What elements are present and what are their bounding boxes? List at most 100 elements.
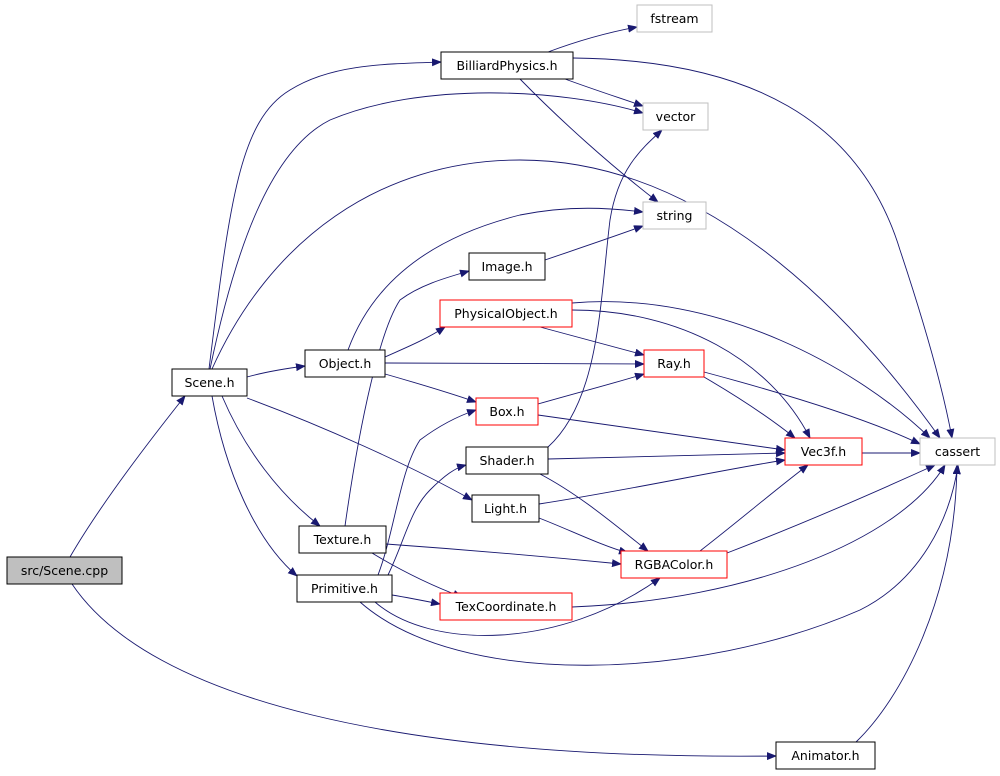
- edge-physobj-to-vec3f: [571, 309, 811, 439]
- node-box: [775, 741, 876, 770]
- node-object[interactable]: Object.h: [304, 349, 386, 378]
- node-scene-cpp[interactable]: src/Scene.cpp: [6, 556, 123, 585]
- node-label: Shader.h: [479, 453, 534, 468]
- edge-scene_h-to-vector: [209, 92, 644, 370]
- node-box: [642, 102, 709, 131]
- edge-scene_h-to-cassert: [211, 159, 941, 439]
- node-vector[interactable]: vector: [642, 102, 709, 131]
- node-label: Box.h: [489, 404, 524, 419]
- edges-layer: [69, 24, 961, 761]
- edge-rgba-to-cassert: [726, 464, 936, 554]
- edge-scene_h-to-primitive: [211, 395, 298, 577]
- node-box: [171, 368, 248, 397]
- edge-billiard-to-cassert: [572, 57, 955, 439]
- edge-box-to-ray: [537, 372, 645, 405]
- node-vec3f[interactable]: Vec3f.h: [784, 437, 863, 466]
- edge-animator-to-cassert: [855, 464, 961, 743]
- edge-physobj-to-ray: [539, 326, 645, 357]
- node-label: cassert: [935, 444, 980, 459]
- node-label: vector: [656, 109, 697, 124]
- edge-object-to-string: [347, 206, 644, 351]
- node-label: BilliardPhysics.h: [456, 58, 557, 73]
- node-box: [919, 437, 996, 466]
- node-label: fstream: [650, 11, 698, 26]
- node-box: [298, 525, 387, 554]
- node-box: [784, 437, 863, 466]
- node-box: [465, 446, 549, 475]
- node-label: Texture.h: [313, 532, 372, 547]
- edge-shader-to-vec3f: [547, 449, 786, 460]
- edge-primitive-to-shader: [387, 463, 467, 576]
- edge-texture-to-rgba: [385, 543, 622, 568]
- edge-light-to-rgba: [538, 517, 629, 555]
- edge-texture-to-image: [344, 269, 470, 527]
- node-label: Ray.h: [657, 356, 691, 371]
- node-scene-h[interactable]: Scene.h: [171, 368, 248, 397]
- node-box: [471, 494, 540, 523]
- edge-ray-to-vec3f: [703, 376, 796, 439]
- node-ray[interactable]: Ray.h: [643, 349, 705, 378]
- node-label: Primitive.h: [311, 581, 378, 596]
- node-box[interactable]: Box.h: [475, 397, 539, 426]
- node-box: [642, 201, 707, 230]
- node-physobj[interactable]: PhysicalObject.h: [439, 299, 573, 328]
- node-animator[interactable]: Animator.h: [775, 741, 876, 770]
- edge-light-to-vec3f: [538, 457, 786, 505]
- edge-primitive-to-texcoord: [391, 594, 441, 607]
- edge-object-to-physobj: [384, 326, 446, 358]
- node-box: [440, 51, 574, 80]
- node-label: Vec3f.h: [801, 444, 846, 459]
- edge-scene_h-to-billiard: [208, 58, 442, 370]
- node-fstream[interactable]: fstream: [636, 4, 713, 33]
- node-label: TexCoordinate.h: [455, 599, 557, 614]
- edge-scene_cpp-to-animator: [71, 583, 777, 761]
- edge-object-to-box: [384, 373, 477, 403]
- node-box: [468, 252, 546, 281]
- edge-object-to-ray: [384, 359, 645, 368]
- node-box: [439, 299, 573, 328]
- node-box: [620, 550, 728, 579]
- node-box: [6, 556, 123, 585]
- node-billiard[interactable]: BilliardPhysics.h: [440, 51, 574, 80]
- node-label: string: [657, 208, 693, 223]
- edge-scene_h-to-texture: [221, 395, 321, 527]
- node-light[interactable]: Light.h: [471, 494, 540, 523]
- edge-ray-to-cassert: [703, 371, 921, 445]
- edge-scene_cpp-to-scene_h: [69, 395, 186, 558]
- node-texcoord[interactable]: TexCoordinate.h: [439, 592, 573, 621]
- node-label: RGBAColor.h: [635, 557, 714, 572]
- node-label: src/Scene.cpp: [21, 563, 108, 578]
- node-box: [304, 349, 386, 378]
- edge-rgba-to-vec3f: [699, 464, 809, 552]
- edge-scene_h-to-object: [246, 363, 306, 378]
- node-box: [475, 397, 539, 426]
- node-box: [439, 592, 573, 621]
- node-label: Image.h: [481, 259, 532, 274]
- node-string[interactable]: string: [642, 201, 707, 230]
- node-box: [643, 349, 705, 378]
- node-label: Scene.h: [184, 375, 234, 390]
- edge-primitive-to-rgba: [374, 577, 661, 636]
- node-label: PhysicalObject.h: [454, 306, 557, 321]
- node-image[interactable]: Image.h: [468, 252, 546, 281]
- node-cassert[interactable]: cassert: [919, 437, 996, 466]
- edge-scene_h-to-light: [246, 397, 473, 501]
- edge-primitive-to-cassert: [359, 464, 961, 666]
- node-primitive[interactable]: Primitive.h: [296, 574, 393, 603]
- edge-shader-to-vector: [547, 129, 663, 448]
- node-shader[interactable]: Shader.h: [465, 446, 549, 475]
- node-box: [296, 574, 393, 603]
- edge-texcoord-to-cassert: [571, 464, 946, 608]
- edge-shader-to-rgba: [539, 473, 649, 552]
- node-label: Light.h: [484, 501, 527, 516]
- node-box: [636, 4, 713, 33]
- node-texture[interactable]: Texture.h: [298, 525, 387, 554]
- node-label: Animator.h: [791, 748, 859, 763]
- edge-primitive-to-box: [377, 409, 477, 576]
- edge-billiard-to-fstream: [547, 24, 638, 53]
- nodes-layer: src/Scene.cpp Scene.h BilliardPhysics.h fst…: [6, 4, 996, 770]
- node-rgba[interactable]: RGBAColor.h: [620, 550, 728, 579]
- edge-billiard-to-string: [519, 78, 659, 203]
